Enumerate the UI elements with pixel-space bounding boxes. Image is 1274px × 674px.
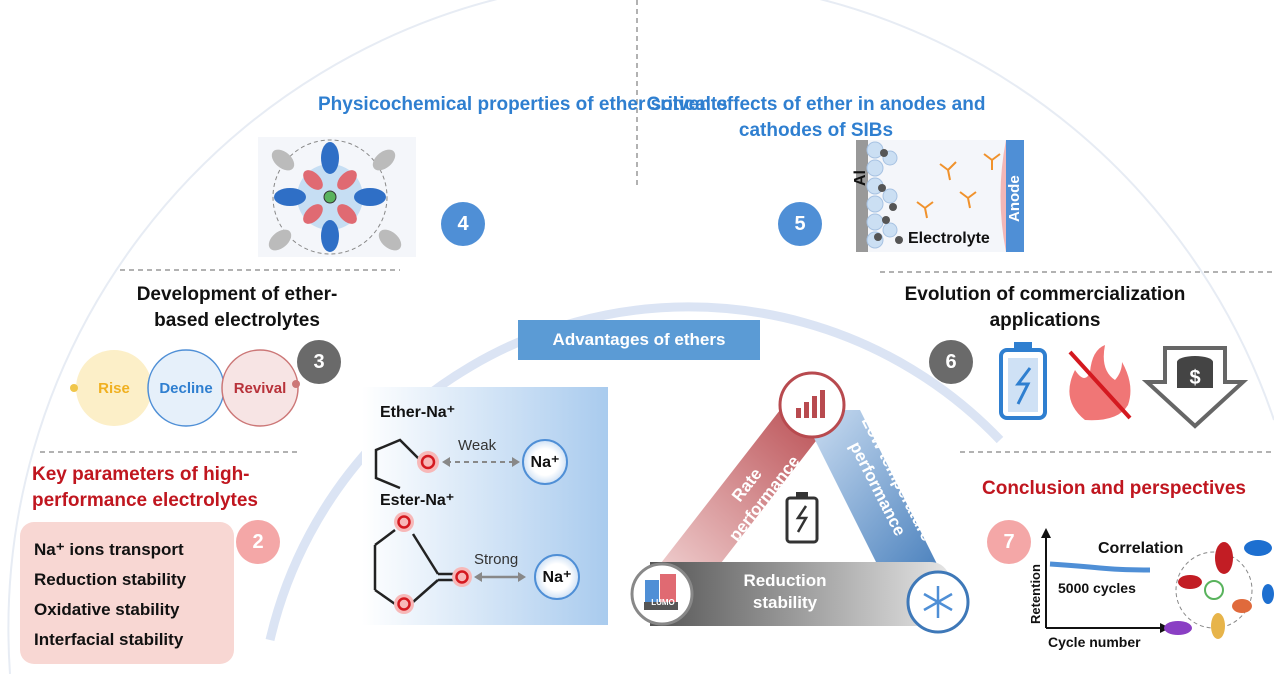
param-item: Interfacial stability [34, 630, 184, 649]
ester-na-ion: Na⁺ [542, 569, 572, 586]
lumo-label: LUMO [651, 598, 675, 607]
parameters-box: Na⁺ ions transport Reduction stability O… [20, 522, 234, 664]
stage-revival: Revival [233, 380, 287, 397]
ester-label: Ester-Na⁺ [380, 492, 455, 509]
section-5-title: Critical effects of ether in anodes and … [646, 94, 986, 141]
solvation-structure-image [258, 137, 416, 257]
param-item: Oxidative stability [34, 600, 180, 619]
param-item: Na⁺ ions transport [34, 540, 184, 559]
ester-structure [373, 529, 455, 606]
correlation-label: Correlation [1098, 540, 1184, 557]
advantages-title: Advantages of ethers [518, 320, 760, 360]
section-7-badge: 7 [987, 520, 1031, 564]
outer-arc [7, 0, 1274, 674]
section-5-badge: 5 [778, 202, 822, 246]
correlation-molecule [1164, 540, 1274, 639]
commercial-icons: $ [999, 342, 1249, 429]
al-label: Al [852, 170, 869, 186]
strong-label: Strong [474, 551, 519, 568]
reduction-stability-label: Reduction stability [743, 571, 827, 612]
svg-text:$: $ [1189, 367, 1200, 389]
section-2-badge: 2 [236, 520, 280, 564]
cycles-label: 5000 cycles [1058, 580, 1136, 596]
retention-axis-label: Retention [1028, 564, 1043, 624]
electrolyte-label: Electrolyte [908, 230, 990, 247]
weak-label: Weak [458, 437, 497, 454]
stage-rise: Rise [98, 380, 130, 397]
stage-decline: Decline [159, 380, 213, 397]
interface-image [856, 140, 1024, 252]
section-2-title: Key parameters of high-performance elect… [32, 464, 258, 511]
section-3-badge: 3 [297, 340, 341, 384]
anode-label: Anode [1006, 175, 1023, 222]
ether-oxygen-glow [417, 451, 439, 473]
ether-structure [374, 438, 423, 490]
section-6-title: Evolution of commercialization applicati… [904, 284, 1186, 331]
section-7-title: Conclusion and perspectives [982, 478, 1246, 499]
retention-chart [1041, 528, 1170, 633]
cycle-number-axis-label: Cycle number [1048, 634, 1141, 650]
development-stages [70, 349, 300, 427]
section-4-badge: 4 [441, 202, 485, 246]
section-6-badge: 6 [929, 340, 973, 384]
param-item: Reduction stability [34, 570, 187, 589]
section-4-title: Physicochemical properties of ether solv… [318, 94, 728, 115]
section-3-title: Development of ether-based electrolytes [136, 284, 338, 331]
ether-label: Ether-Na⁺ [380, 404, 456, 421]
ether-na-ion: Na⁺ [530, 454, 560, 471]
advantages-triangle [630, 371, 970, 634]
